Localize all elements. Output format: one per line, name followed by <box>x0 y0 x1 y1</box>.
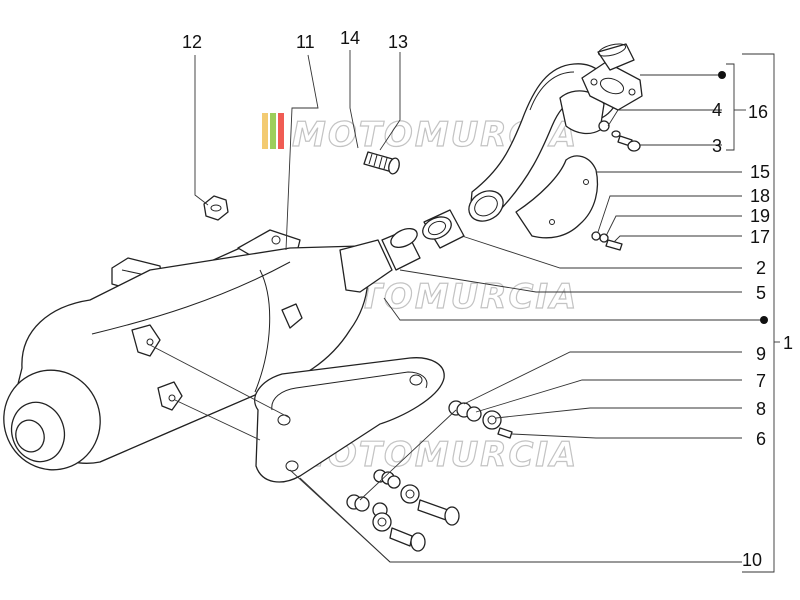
callout-14: 14 <box>340 28 360 48</box>
callout-16: 16 <box>748 102 768 122</box>
callout-18: 18 <box>750 186 770 206</box>
callout-19: 19 <box>750 206 770 226</box>
washers-8 <box>372 410 502 532</box>
callout-10: 10 <box>742 550 762 570</box>
washer-4 <box>598 120 621 138</box>
callout-5: 5 <box>756 283 766 303</box>
screws-10 <box>389 427 513 552</box>
ref-dot <box>760 316 768 324</box>
callout-1: 1 <box>783 333 793 353</box>
callout-17: 17 <box>750 227 770 247</box>
gasket-ring <box>422 209 465 249</box>
silencer-body <box>3 229 393 471</box>
stud-bolt-13 <box>363 151 400 175</box>
callout-3: 3 <box>712 136 722 156</box>
header-pipe <box>468 43 643 222</box>
bolts-17-18-19 <box>591 231 623 251</box>
callout-15: 15 <box>750 162 770 182</box>
callout-8: 8 <box>756 399 766 419</box>
nut-12 <box>203 195 229 221</box>
ref-dot <box>718 71 726 79</box>
callout-4: 4 <box>712 100 722 120</box>
callout-2: 2 <box>756 258 766 278</box>
silencer-guard-plate <box>254 357 445 483</box>
callout-12: 12 <box>182 32 202 52</box>
leader-lines <box>149 50 780 573</box>
callout-13: 13 <box>388 32 408 52</box>
inlet-sleeve <box>381 227 421 271</box>
pipe-heat-shield <box>515 155 599 239</box>
callout-labels: 12 11 14 13 4 16 3 15 18 19 17 2 5 1 9 7… <box>182 28 793 570</box>
callout-11: 11 <box>296 32 315 52</box>
callout-6: 6 <box>756 429 766 449</box>
callout-9: 9 <box>756 344 766 364</box>
bolt-3 <box>617 135 641 152</box>
callout-7: 7 <box>756 371 766 391</box>
